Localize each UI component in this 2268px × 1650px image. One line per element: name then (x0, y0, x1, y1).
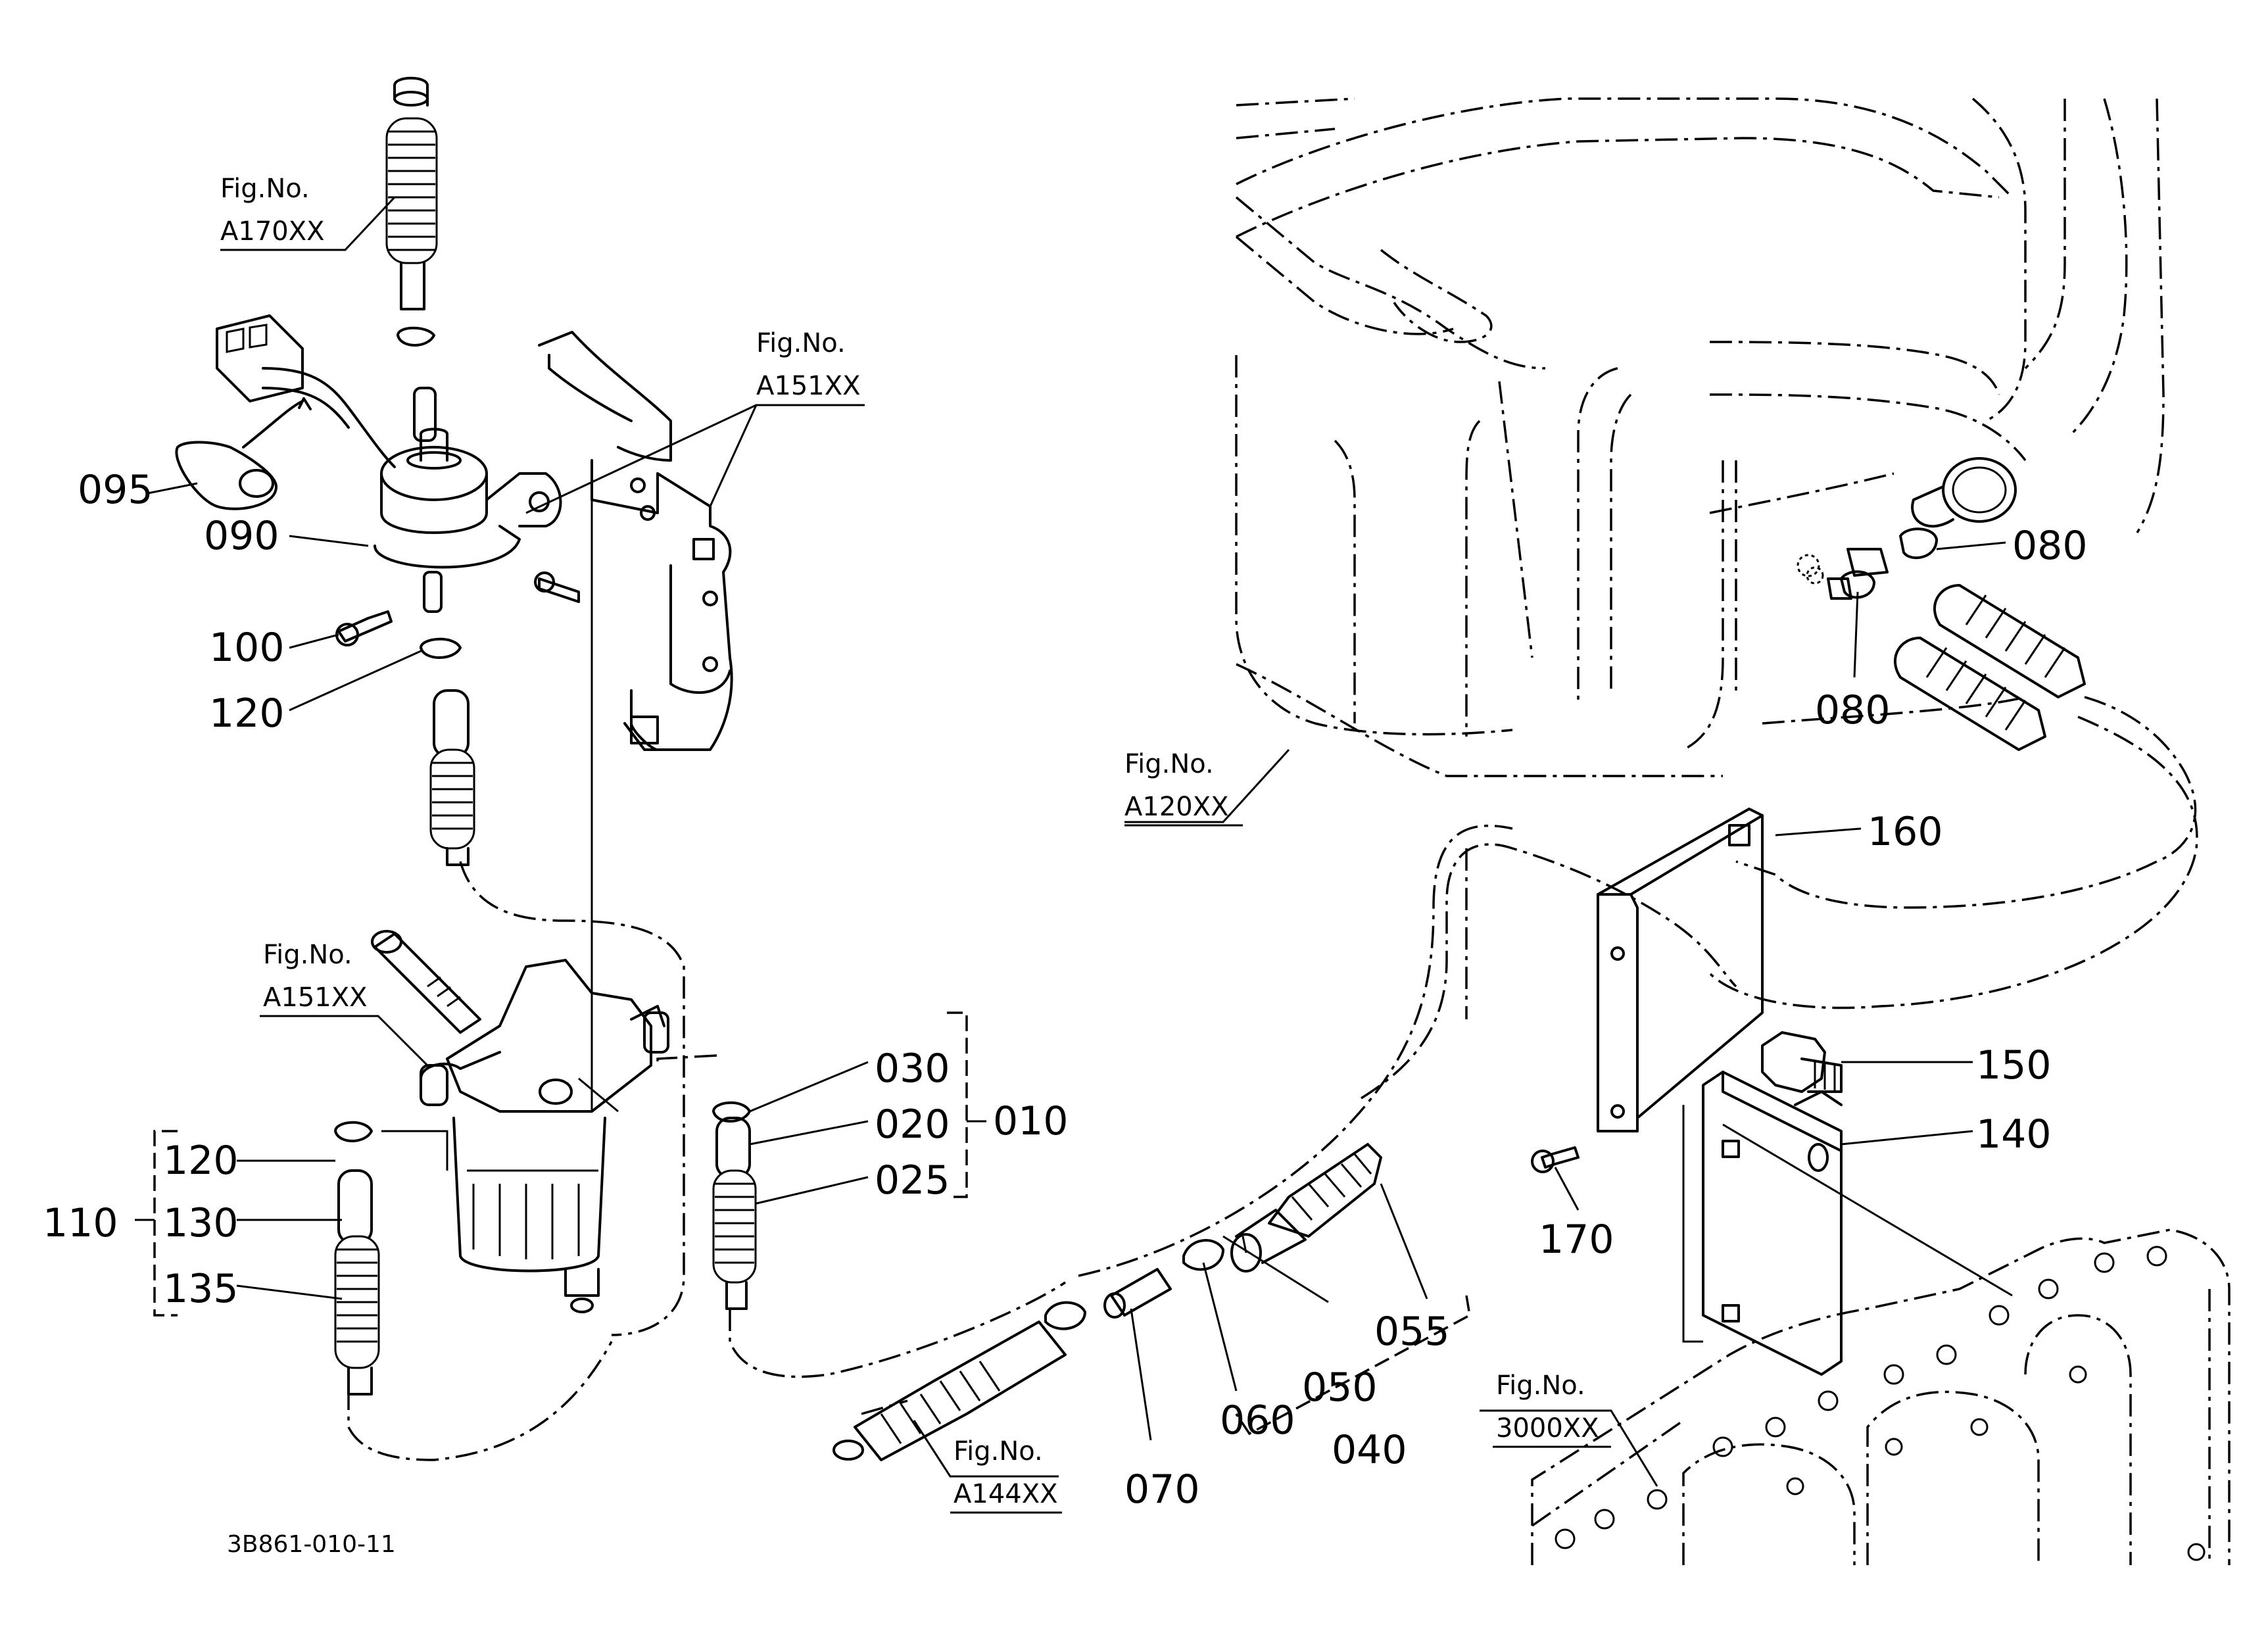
fig-ref-prefix-a144: Fig.No. (953, 1436, 1043, 1467)
tank-return-hoses (1797, 527, 2086, 751)
part-num-090: 090 (204, 513, 279, 559)
part-num-050: 050 (1302, 1365, 1378, 1411)
group-braces (135, 1011, 1471, 1436)
part-num-025: 025 (875, 1157, 950, 1203)
fig-ref-a151-upper: A151XX (756, 371, 861, 401)
part-num-100: 100 (209, 625, 285, 671)
fig-ref-prefix-a170: Fig.No. (220, 174, 310, 204)
fig-ref-a151-lower: A151XX (263, 983, 368, 1013)
fuel-line-routes (347, 696, 2198, 1461)
part-num-080-lower: 080 (1815, 687, 1891, 733)
figure-references: Fig.No. A170XX Fig.No. A151XX Fig.No. A1… (220, 174, 1611, 1514)
hose-assembly-040 (832, 1143, 1382, 1461)
part-num-150: 150 (1976, 1042, 2052, 1088)
part-num-140: 140 (1976, 1111, 2052, 1157)
bracket-140 (1682, 1031, 1843, 1376)
part-num-055: 055 (1374, 1309, 1450, 1355)
fig-ref-prefix-a120: Fig.No. (1124, 749, 1214, 779)
hose-assembly-010 (712, 1101, 757, 1310)
fig-ref-prefix-a151-lower: Fig.No. (263, 940, 352, 970)
document-code: 3B861-010-11 (227, 1531, 396, 1558)
bracket-upper (534, 331, 733, 751)
part-num-010: 010 (993, 1098, 1069, 1144)
part-num-160: 160 (1868, 809, 1943, 855)
part-num-095: 095 (78, 467, 153, 513)
fig-ref-a170: A170XX (220, 216, 325, 247)
part-num-080-right: 080 (2012, 523, 2088, 569)
bracket-160 (1531, 808, 1764, 1173)
fuel-tank-outline (1235, 97, 2165, 777)
part-numbers: 095 090 100 120 120 130 135 110 030 020 … (43, 467, 2088, 1513)
part-num-110: 110 (43, 1200, 118, 1246)
fig-ref-prefix-a151-upper: Fig.No. (756, 328, 846, 358)
part-num-070: 070 (1124, 1467, 1200, 1513)
part-num-120-upper: 120 (209, 691, 285, 737)
part-num-020: 020 (875, 1102, 950, 1148)
cylinder-block-outline (1531, 1228, 2231, 1565)
hose-pump-to-filter (429, 689, 475, 866)
hose-assembly-110 (334, 1121, 380, 1395)
fuel-pump-assembly (175, 76, 562, 659)
leader-lines (147, 196, 2013, 1487)
part-num-135: 135 (163, 1266, 239, 1312)
part-num-040: 040 (1332, 1427, 1407, 1473)
part-num-120-lower: 120 (163, 1138, 239, 1184)
part-num-130: 130 (163, 1200, 239, 1246)
fig-ref-a144: A144XX (953, 1479, 1058, 1509)
part-num-030: 030 (875, 1046, 950, 1092)
part-num-060: 060 (1220, 1397, 1295, 1444)
fig-ref-3000: 3000XX (1496, 1413, 1599, 1444)
tank-filler-neck (1911, 457, 2017, 528)
fig-ref-a120: A120XX (1124, 792, 1229, 822)
part-num-170: 170 (1539, 1217, 1614, 1263)
fuel-filter-assembly (371, 487, 669, 1313)
fig-ref-prefix-3000: Fig.No. (1496, 1371, 1585, 1401)
